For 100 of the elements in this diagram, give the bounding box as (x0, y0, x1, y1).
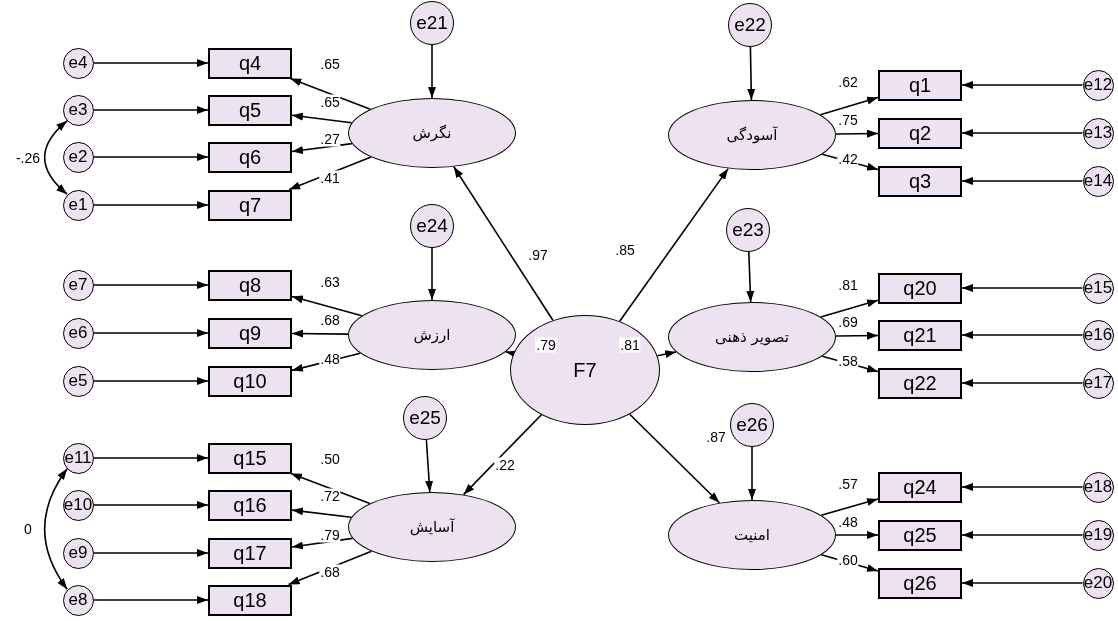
edge-label: .62 (837, 74, 859, 90)
error-circle: e4 (62, 47, 94, 79)
indicator-box: q9 (208, 317, 292, 349)
edge-label: .48 (837, 514, 859, 530)
path-arrow (92, 549, 209, 557)
path-arrow (290, 472, 371, 505)
path-arrow (961, 579, 1084, 587)
latent-ellipse: نگرش (348, 98, 516, 168)
path-arrow (820, 497, 879, 516)
indicator-box: q7 (208, 189, 292, 221)
edge-label: .22 (494, 457, 516, 473)
path-arrow (835, 129, 879, 138)
indicator-box: q2 (878, 117, 962, 149)
error-circle: e17 (1082, 367, 1114, 399)
error-circle: e2 (62, 141, 94, 173)
indicator-box: q26 (878, 567, 962, 599)
path-arrow (835, 331, 879, 340)
error-circle: e19 (1082, 519, 1114, 551)
indicator-box: q6 (208, 141, 292, 173)
indicator-box: q1 (878, 69, 962, 101)
path-arrow (453, 166, 554, 322)
edge-label: .79 (535, 337, 557, 353)
path-arrow (92, 454, 209, 462)
path-arrow (961, 284, 1084, 292)
error-circle: e10 (62, 489, 94, 521)
path-arrow (504, 349, 515, 358)
error-circle: e6 (62, 317, 94, 349)
error-circle: e23 (726, 208, 770, 252)
error-circle: e9 (62, 537, 94, 569)
edge-label: .69 (837, 314, 859, 330)
edge-label: .50 (319, 451, 341, 467)
path-arrow (747, 46, 756, 101)
path-arrow (748, 446, 756, 501)
error-circle: e1 (62, 189, 94, 221)
error-circle: e15 (1082, 272, 1114, 304)
path-arrow (92, 596, 209, 604)
indicator-box: q22 (878, 367, 962, 399)
indicator-box: q21 (878, 319, 962, 351)
edge-label: .87 (705, 429, 727, 445)
path-arrow (92, 201, 209, 209)
error-circle: e20 (1082, 567, 1114, 599)
path-arrow (746, 251, 755, 303)
indicator-box: q16 (208, 489, 292, 521)
covariance-arrow (43, 468, 68, 590)
edge-label: .97 (527, 247, 549, 263)
error-circle: e25 (403, 396, 447, 440)
error-circle: e18 (1082, 471, 1114, 503)
error-circle: e16 (1082, 319, 1114, 351)
indicator-box: q8 (208, 269, 292, 301)
error-circle: e3 (62, 94, 94, 126)
indicator-box: q5 (208, 94, 292, 126)
path-arrow (92, 501, 209, 509)
edge-label: .68 (319, 564, 341, 580)
path-arrow (428, 44, 436, 99)
error-circle: e22 (728, 3, 772, 47)
error-circle: e26 (730, 403, 774, 447)
indicator-box: q20 (878, 272, 962, 304)
edge-label: .42 (837, 151, 859, 167)
path-arrow (819, 95, 879, 116)
indicator-box: q24 (878, 471, 962, 503)
path-arrow (92, 59, 209, 67)
indicator-box: q3 (878, 165, 962, 197)
path-arrow (628, 413, 721, 504)
path-arrow (835, 531, 879, 539)
path-arrow (961, 531, 1084, 539)
path-arrow (820, 298, 879, 318)
edge-label: .63 (319, 274, 341, 290)
edge-label: .72 (319, 488, 341, 504)
edge-label: .57 (837, 476, 859, 492)
path-arrow (289, 77, 372, 111)
latent-ellipse: امنیت (668, 500, 836, 570)
path-arrow (656, 349, 677, 358)
edge-label: .48 (319, 351, 341, 367)
latent-ellipse: ارزش (348, 300, 516, 370)
error-circle: e5 (62, 365, 94, 397)
error-circle: e12 (1082, 69, 1114, 101)
latent-ellipse: تصویر ذهنی (668, 302, 836, 372)
edge-label: .65 (319, 94, 341, 110)
path-arrow (92, 377, 209, 385)
error-circle: e14 (1082, 165, 1114, 197)
edge-label: .81 (837, 277, 859, 293)
path-arrow (291, 294, 363, 317)
error-circle: e21 (410, 1, 454, 45)
edge-label: .85 (614, 242, 636, 258)
path-arrow (428, 247, 436, 301)
path-arrow (92, 281, 209, 289)
edge-label: .58 (837, 353, 859, 369)
edge-label: 0 (23, 521, 33, 537)
path-arrow (288, 156, 372, 191)
indicator-box: q4 (208, 47, 292, 79)
edge-label: .60 (837, 552, 859, 568)
error-circle: e11 (62, 442, 94, 474)
path-arrow (961, 81, 1084, 89)
indicator-box: q25 (878, 519, 962, 551)
edge-label: .75 (837, 112, 859, 128)
path-arrow (961, 331, 1084, 339)
edge-label: .79 (319, 527, 341, 543)
path-arrow (92, 329, 209, 337)
indicator-box: q10 (208, 365, 292, 397)
path-arrow (425, 439, 434, 493)
